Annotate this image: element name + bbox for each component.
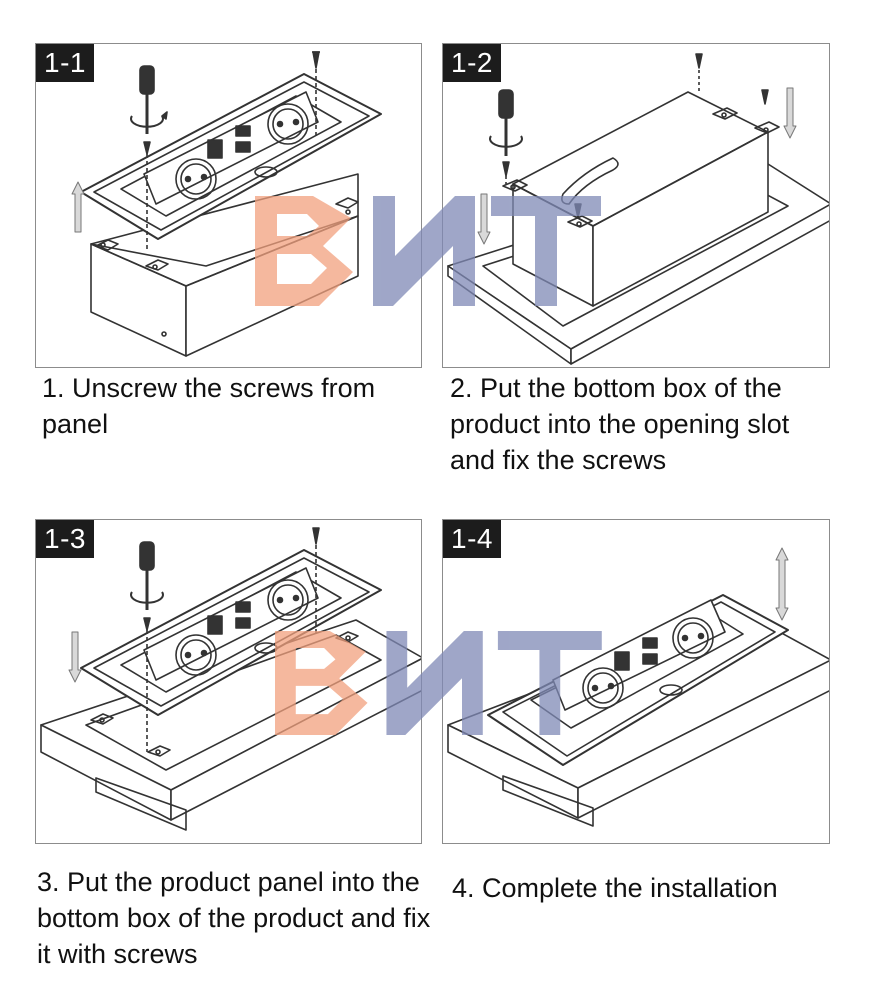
step-2-panel: 1-2 [442,43,830,368]
step-caption: 1. Unscrew the screws from panel [42,373,376,439]
step-badge: 1-2 [443,44,501,82]
step-badge: 1-3 [36,520,94,558]
step-4-panel: 1-4 [442,519,830,844]
complete-illustration [447,547,829,827]
unscrew-illustration [71,51,382,357]
step-badge: 1-4 [443,520,501,558]
step-caption: 2. Put the bottom box of the product int… [450,373,790,475]
step-1-panel: 1-1 [35,43,422,368]
step-caption: 3. Put the product panel into the bottom… [37,867,431,969]
step-badge: 1-1 [36,44,94,82]
step-3-panel: 1-3 [35,519,422,844]
step-caption: 4. Complete the installation [452,873,778,903]
install-box-illustration [447,53,829,365]
mount-panel-illustration [40,527,421,831]
